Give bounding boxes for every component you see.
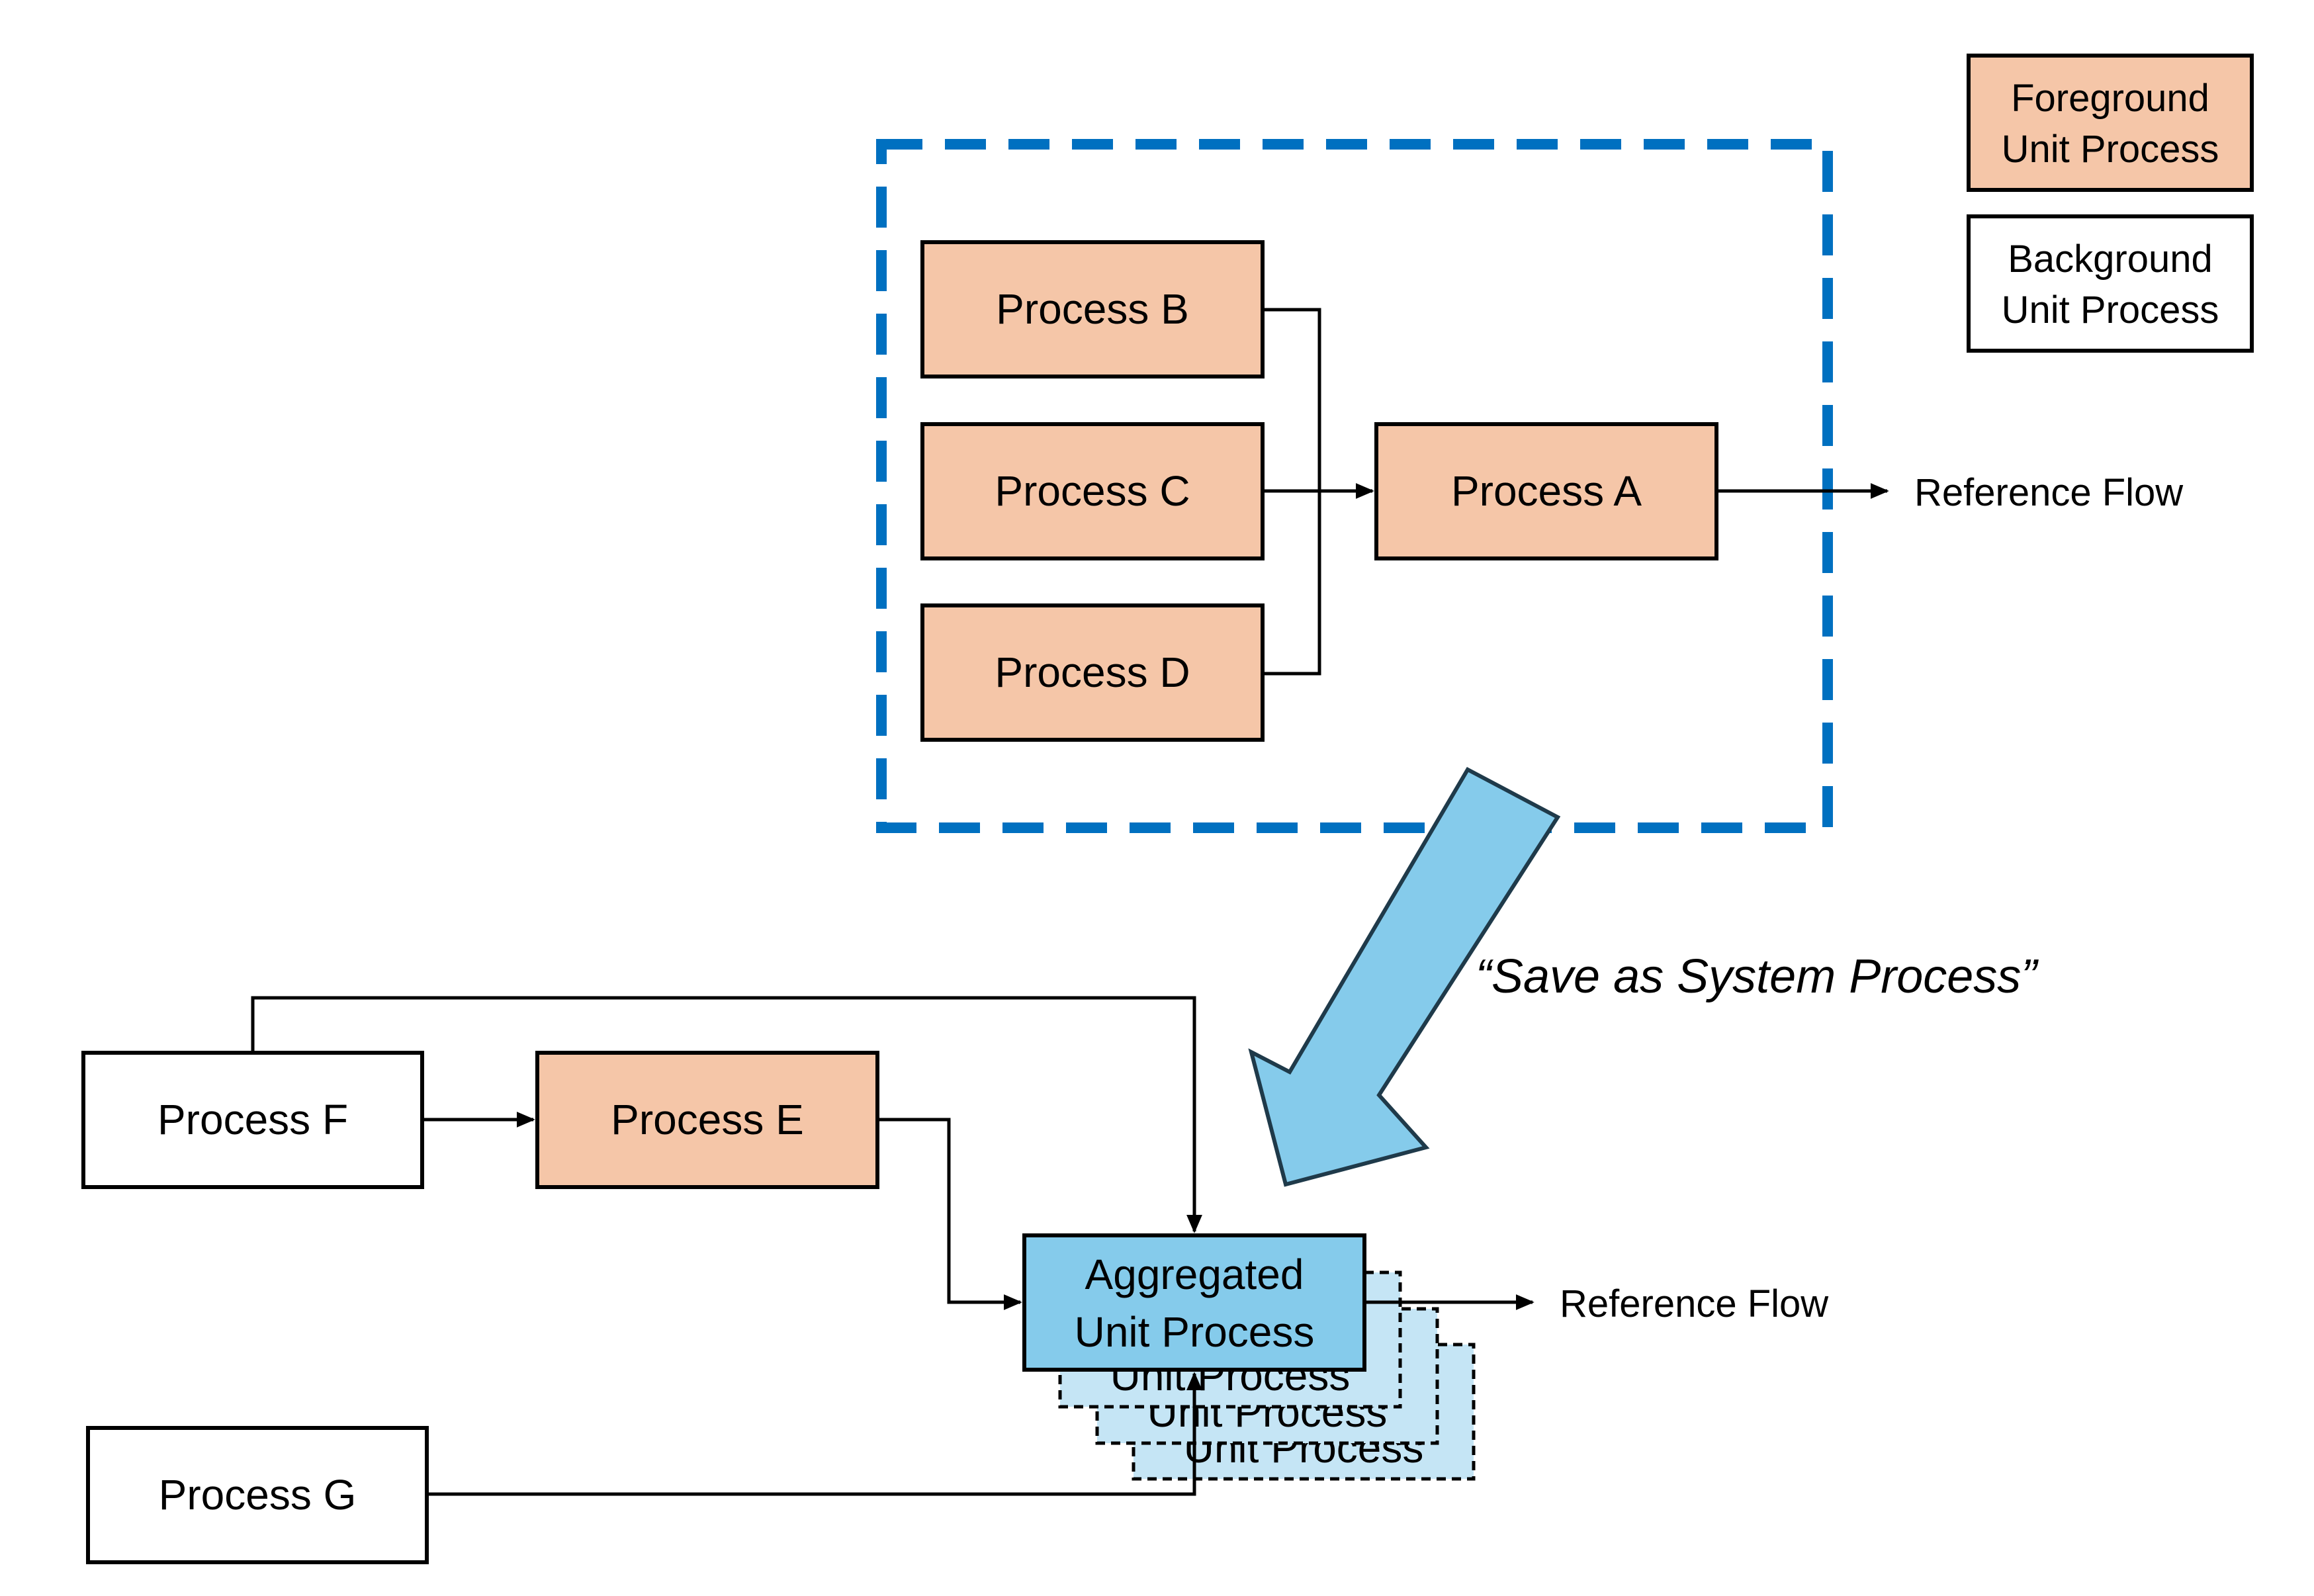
process-e: Process E: [535, 1051, 879, 1189]
aggregated-label-line2: Unit Process: [1075, 1308, 1315, 1356]
legend-background-label-line2: Unit Process: [2002, 288, 2219, 332]
reference-flow-top-label: Reference Flow: [1914, 471, 2184, 514]
system-boundary: [876, 139, 1833, 833]
legend: Foreground Unit Process Background Unit …: [1967, 54, 2254, 353]
legend-foreground-label-line1: Foreground: [2011, 77, 2209, 120]
reference-flow-bottom-label: Reference Flow: [1560, 1282, 1829, 1325]
process-f: Process F: [81, 1051, 424, 1189]
process-e-label: Process E: [611, 1096, 804, 1143]
legend-foreground-label-line2: Unit Process: [2002, 128, 2219, 171]
process-g-label: Process G: [159, 1471, 357, 1519]
process-c-label: Process C: [995, 467, 1190, 515]
aggregated-unit-process: Aggregated Unit Process: [1022, 1233, 1366, 1372]
process-a-label: Process A: [1451, 467, 1642, 515]
aggregated-label-line1: Aggregated: [1085, 1251, 1304, 1298]
connector-e-to-aggregated: [877, 1118, 1022, 1310]
process-f-label: Process F: [157, 1096, 348, 1143]
process-b: Process B: [920, 240, 1265, 378]
legend-background-box: [1967, 214, 2254, 353]
process-c: Process C: [920, 422, 1265, 560]
connector-g-to-aggregated: [427, 1372, 1202, 1496]
connector-f-to-aggregated: [251, 996, 1202, 1233]
save-transition-arrow: [1248, 767, 1561, 1187]
process-a: Process A: [1374, 422, 1718, 560]
process-d: Process D: [920, 603, 1265, 742]
legend-background-label-line1: Background: [2008, 238, 2213, 281]
bottom-connectors: [251, 996, 1535, 1496]
top-connectors: [1263, 308, 1889, 676]
legend-foreground-box: [1967, 54, 2254, 192]
process-g: Process G: [86, 1426, 429, 1564]
save-as-system-process-label: “Save as System Process”: [1476, 950, 2039, 1003]
process-d-label: Process D: [995, 648, 1190, 696]
process-b-label: Process B: [996, 285, 1189, 333]
